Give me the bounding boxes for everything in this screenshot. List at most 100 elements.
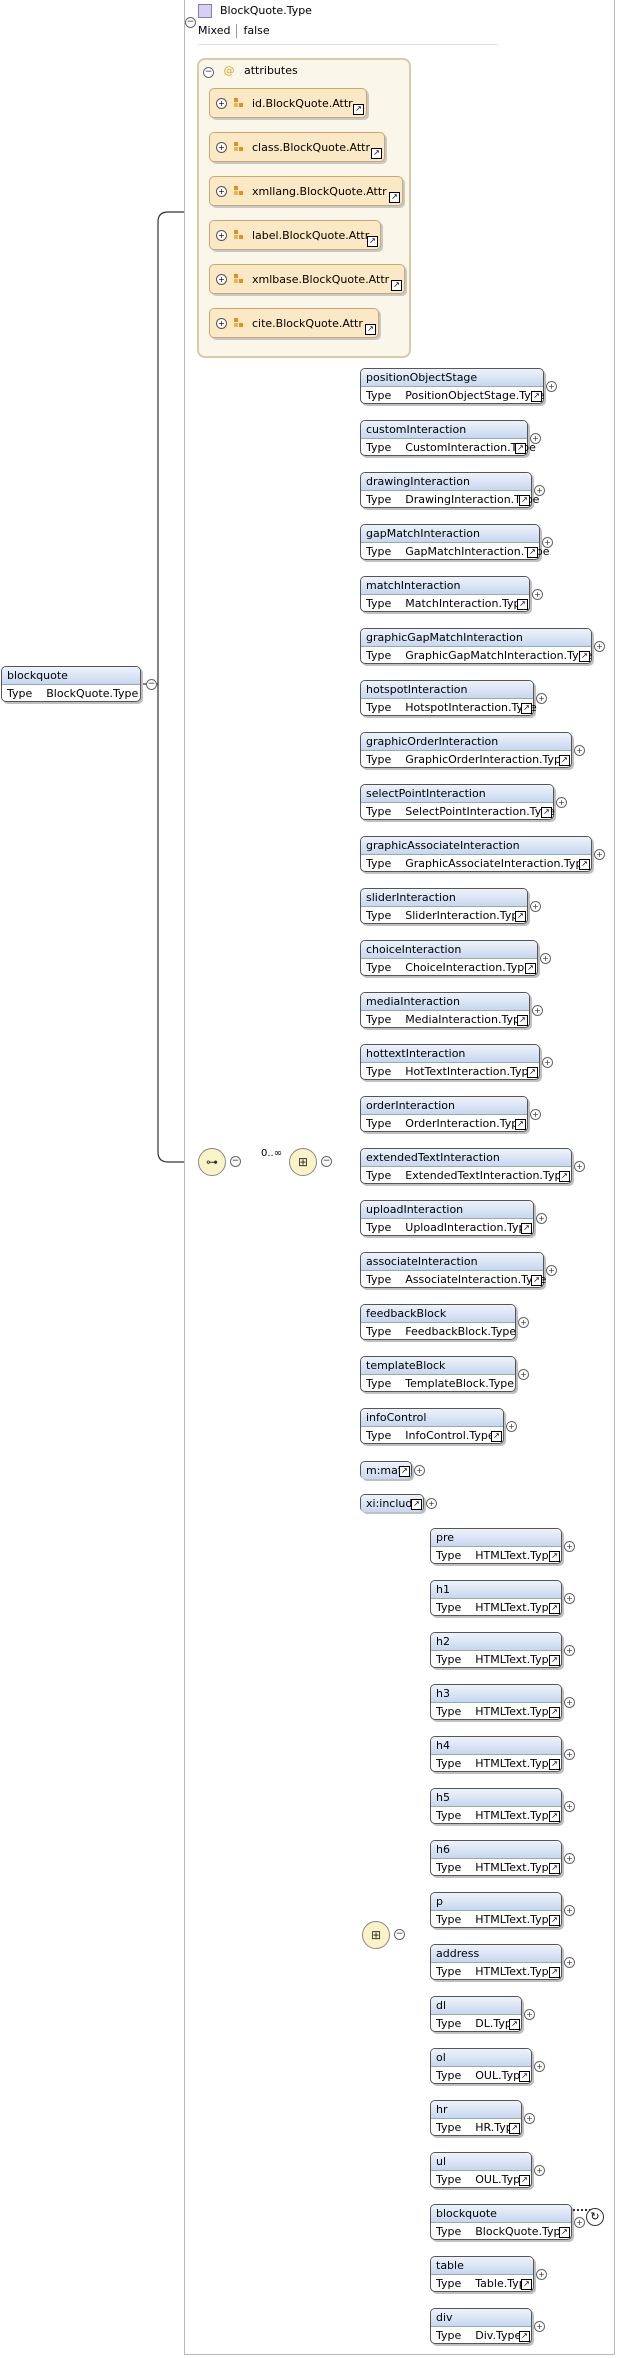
- expand-icon[interactable]: +: [574, 2217, 585, 2228]
- expand-icon[interactable]: +: [564, 1541, 575, 1552]
- link-arrow-icon[interactable]: ↗: [519, 2331, 530, 2342]
- link-arrow-icon[interactable]: ↗: [411, 1499, 422, 1510]
- link-arrow-icon[interactable]: ↗: [549, 1707, 560, 1718]
- expand-icon[interactable]: +: [534, 2061, 545, 2072]
- link-arrow-icon[interactable]: ↗: [389, 192, 400, 203]
- link-arrow-icon[interactable]: ↗: [549, 1967, 560, 1978]
- expand-icon[interactable]: +: [536, 1213, 547, 1224]
- collapse-choice-toggle[interactable]: −: [321, 1156, 332, 1167]
- link-arrow-icon[interactable]: ↗: [549, 1915, 560, 1926]
- expand-icon[interactable]: +: [216, 230, 227, 241]
- attribute-item[interactable]: +xmllang.BlockQuote.Attr↗: [209, 176, 403, 206]
- expand-icon[interactable]: +: [564, 1593, 575, 1604]
- expand-icon[interactable]: +: [414, 1465, 425, 1476]
- attribute-item[interactable]: +xmlbase.BlockQuote.Attr↗: [209, 264, 405, 294]
- expand-icon[interactable]: +: [564, 1645, 575, 1656]
- link-arrow-icon[interactable]: ↗: [549, 1655, 560, 1666]
- expand-icon[interactable]: +: [564, 1853, 575, 1864]
- link-arrow-icon[interactable]: ↗: [491, 1431, 502, 1442]
- expand-icon[interactable]: +: [536, 693, 547, 704]
- link-arrow-icon[interactable]: ↗: [521, 2279, 532, 2290]
- expand-icon[interactable]: +: [542, 537, 553, 548]
- link-arrow-icon[interactable]: ↗: [515, 911, 526, 922]
- expand-icon[interactable]: +: [534, 2165, 545, 2176]
- expand-icon[interactable]: +: [564, 1905, 575, 1916]
- link-arrow-icon[interactable]: ↗: [391, 280, 402, 291]
- expand-icon[interactable]: +: [216, 318, 227, 329]
- link-arrow-icon[interactable]: ↗: [517, 1015, 528, 1026]
- attribute-item[interactable]: +class.BlockQuote.Attr↗: [209, 132, 385, 162]
- link-arrow-icon[interactable]: ↗: [399, 1466, 410, 1477]
- expand-icon[interactable]: +: [564, 1801, 575, 1812]
- link-arrow-icon[interactable]: ↗: [521, 1223, 532, 1234]
- expand-icon[interactable]: +: [556, 797, 567, 808]
- expand-icon[interactable]: +: [564, 1697, 575, 1708]
- expand-icon[interactable]: +: [524, 2113, 535, 2124]
- attribute-item[interactable]: +cite.BlockQuote.Attr↗: [209, 308, 379, 338]
- expand-icon[interactable]: +: [574, 1161, 585, 1172]
- element-node-ref[interactable]: m:math↗+: [360, 1461, 425, 1479]
- link-arrow-icon[interactable]: ↗: [549, 1603, 560, 1614]
- element-node-ref[interactable]: xi:include↗+: [360, 1494, 437, 1512]
- link-arrow-icon[interactable]: ↗: [353, 104, 364, 115]
- link-arrow-icon[interactable]: ↗: [515, 1119, 526, 1130]
- link-arrow-icon[interactable]: ↗: [509, 2123, 520, 2134]
- link-arrow-icon[interactable]: ↗: [579, 859, 590, 870]
- link-arrow-icon[interactable]: ↗: [365, 324, 376, 335]
- link-arrow-icon[interactable]: ↗: [549, 1551, 560, 1562]
- link-arrow-icon[interactable]: ↗: [519, 2175, 530, 2186]
- link-arrow-icon[interactable]: ↗: [527, 1067, 538, 1078]
- expand-icon[interactable]: +: [532, 589, 543, 600]
- expand-icon[interactable]: +: [594, 849, 605, 860]
- link-arrow-icon[interactable]: ↗: [559, 1171, 570, 1182]
- collapse-sequence-toggle[interactable]: −: [230, 1156, 241, 1167]
- expand-icon[interactable]: +: [564, 1957, 575, 1968]
- expand-icon[interactable]: +: [216, 186, 227, 197]
- expand-icon[interactable]: +: [540, 953, 551, 964]
- choice-compositor-icon[interactable]: ⊞: [289, 1148, 317, 1176]
- link-arrow-icon[interactable]: ↗: [525, 963, 536, 974]
- expand-icon[interactable]: +: [532, 1005, 543, 1016]
- expand-icon[interactable]: +: [524, 2009, 535, 2020]
- link-arrow-icon[interactable]: ↗: [531, 1275, 542, 1286]
- expand-icon[interactable]: +: [594, 641, 605, 652]
- link-arrow-icon[interactable]: ↗: [519, 495, 530, 506]
- expand-icon[interactable]: +: [530, 901, 541, 912]
- collapse-attributes-toggle[interactable]: −: [203, 67, 214, 78]
- link-arrow-icon[interactable]: ↗: [549, 1759, 560, 1770]
- expand-icon[interactable]: +: [216, 274, 227, 285]
- expand-icon[interactable]: +: [542, 1057, 553, 1068]
- expand-icon[interactable]: +: [518, 1317, 529, 1328]
- link-arrow-icon[interactable]: ↗: [549, 1863, 560, 1874]
